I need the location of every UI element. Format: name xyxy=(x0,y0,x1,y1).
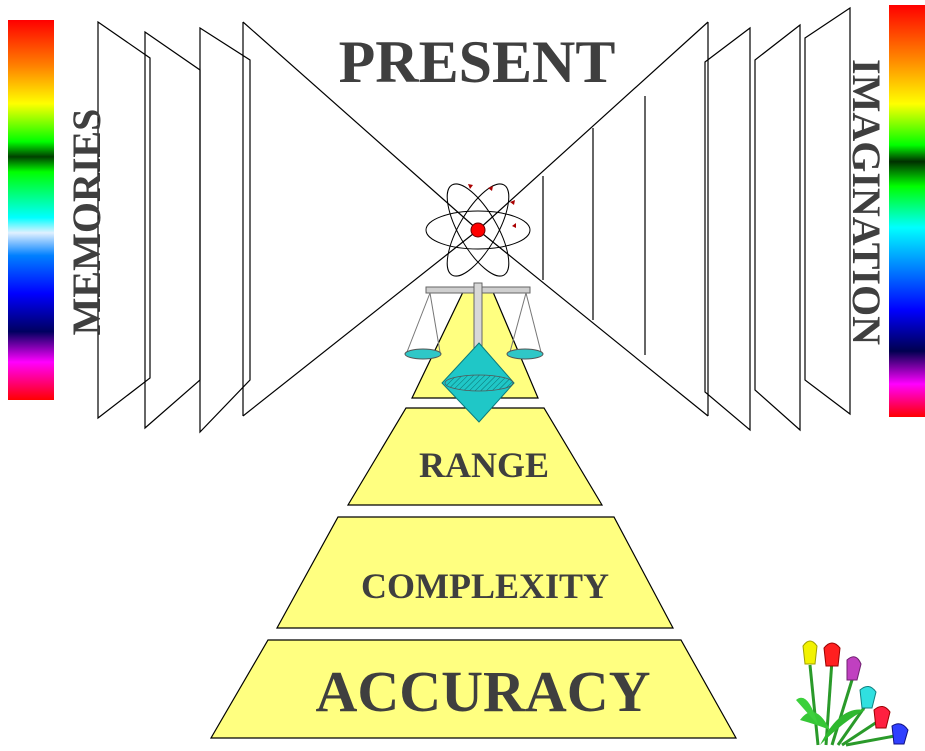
accuracy-label: ACCURACY xyxy=(315,659,650,724)
range-label: RANGE xyxy=(419,445,549,485)
memories-label: MEMORIES xyxy=(64,109,109,336)
tulip-bouquet-icon xyxy=(796,640,909,747)
imagination-label: IMAGINATION xyxy=(844,59,889,345)
imagination-spectrum-bar xyxy=(889,5,925,417)
pyramid xyxy=(209,291,738,739)
imagination-panels xyxy=(704,6,851,432)
present-label: PRESENT xyxy=(339,29,616,95)
balance-scale-icon xyxy=(404,282,544,423)
complexity-label: COMPLEXITY xyxy=(361,566,609,606)
memories-panels xyxy=(97,20,251,434)
pyramid-tier-accuracy xyxy=(209,639,738,739)
convergence-lines xyxy=(242,21,709,417)
atom-icon xyxy=(425,183,531,277)
pyramid-tier-complexity xyxy=(275,516,674,629)
memories-spectrum-bar xyxy=(8,20,54,400)
pyramid-tier-range xyxy=(346,407,604,506)
